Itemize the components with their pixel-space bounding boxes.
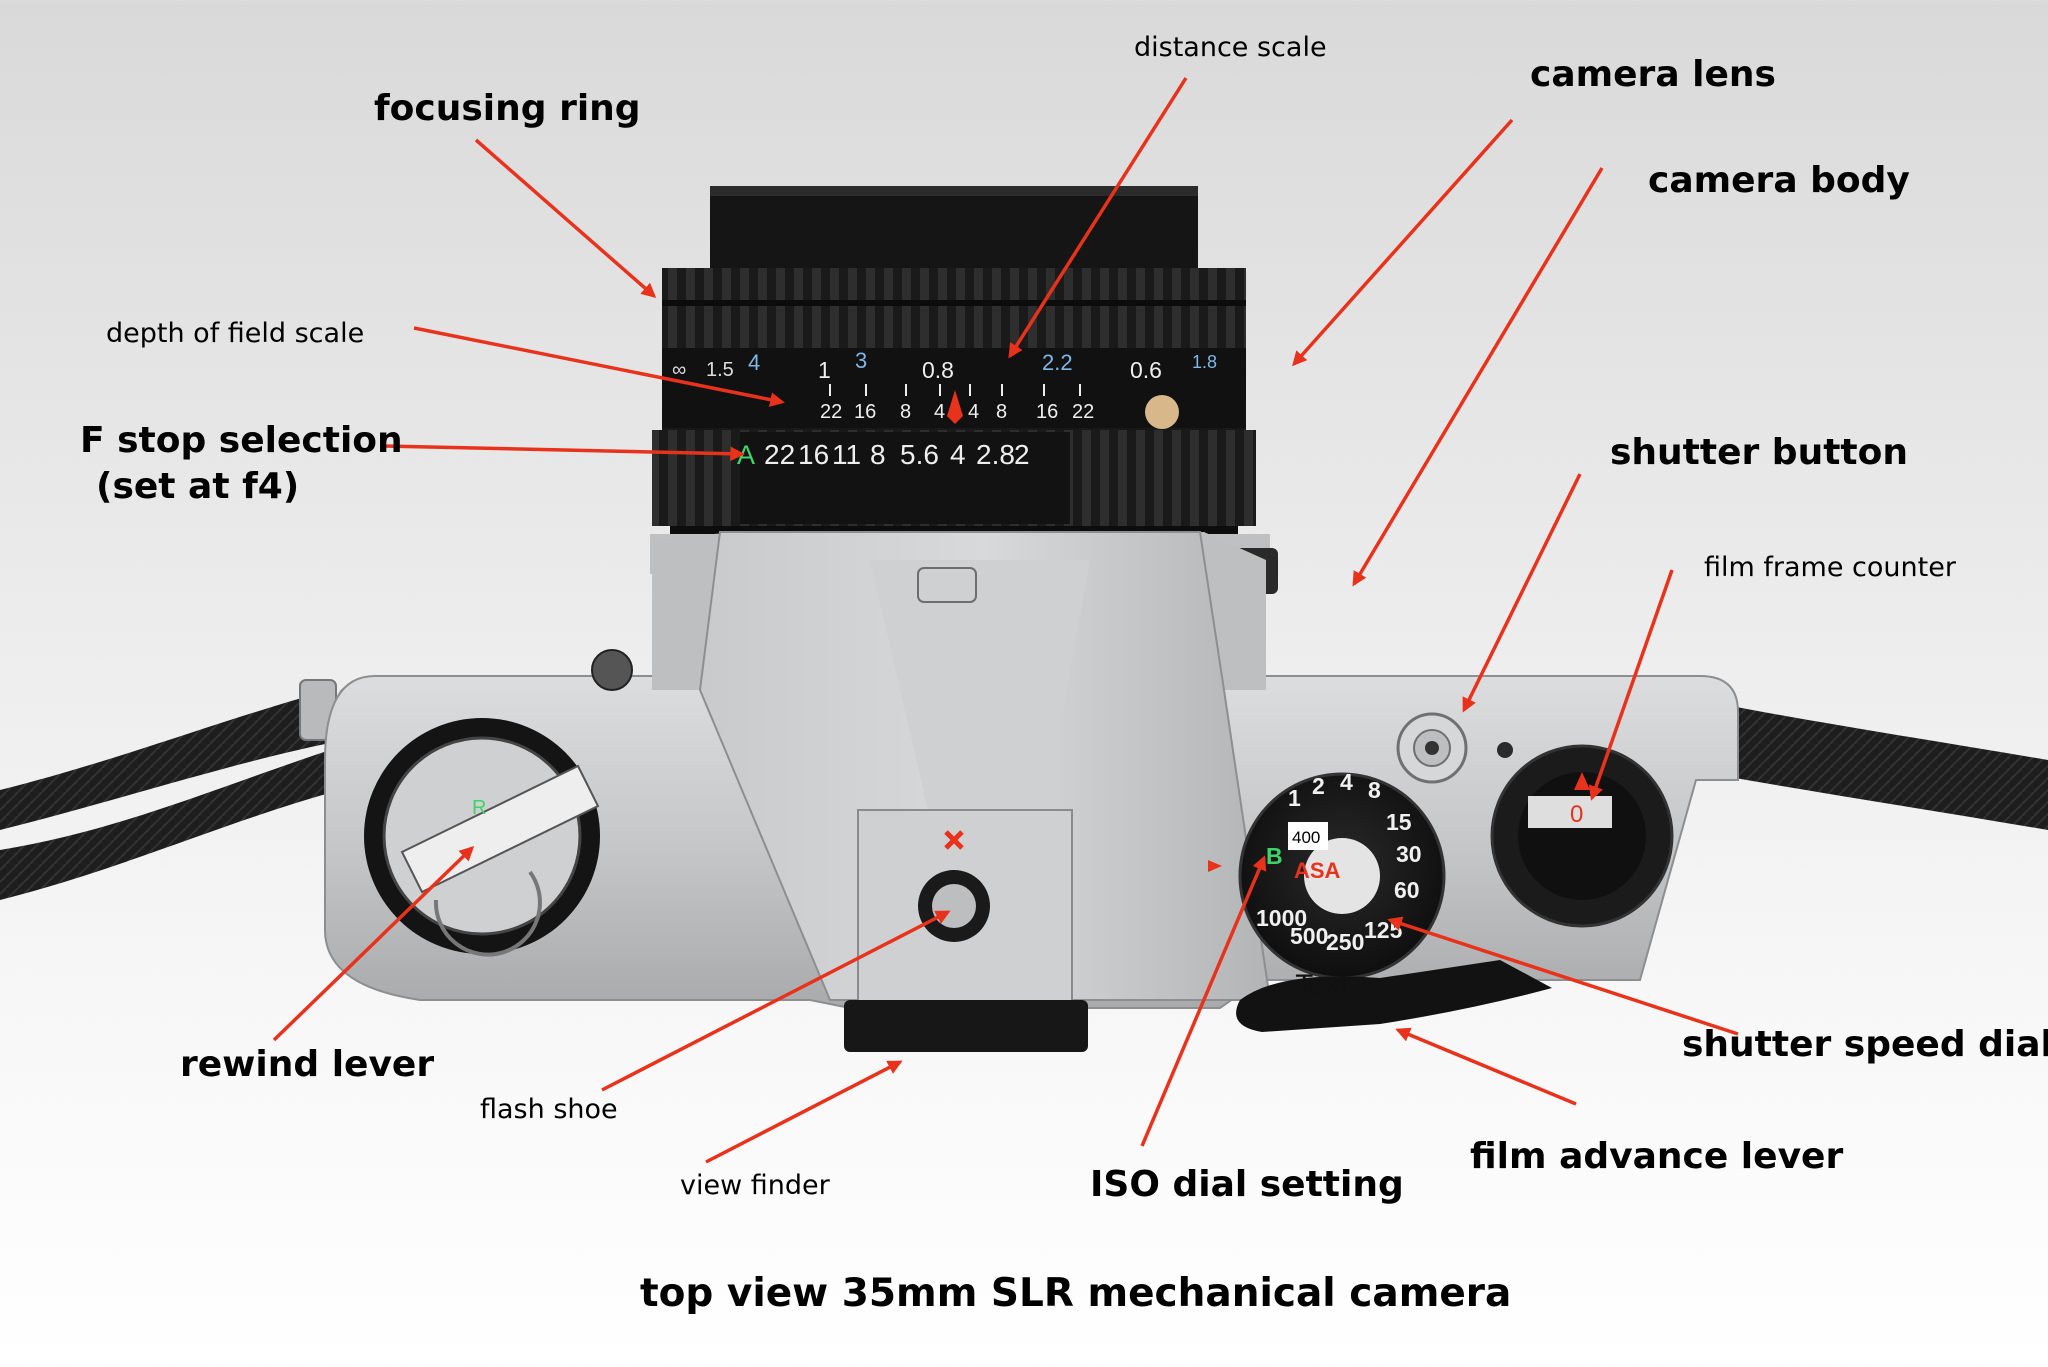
distance-scale-markings: ∞ 1.5 4 1 3 0.8 2.2 0.6 1.8 bbox=[672, 348, 1217, 383]
camera-lens bbox=[652, 186, 1256, 542]
lens-marking: 0.8 bbox=[922, 357, 954, 383]
lens-marking: 4 bbox=[748, 350, 760, 375]
label-film-advance-lever: film advance lever bbox=[1470, 1136, 1844, 1177]
shutter-speed-mark: 250 bbox=[1326, 929, 1364, 955]
arrow-distance-scale bbox=[1008, 77, 1188, 359]
label-shutter-button: shutter button bbox=[1610, 432, 1908, 473]
label-focusing-ring: focusing ring bbox=[374, 88, 641, 129]
flash-shoe bbox=[844, 809, 1088, 1052]
lens-marking: ∞ bbox=[672, 359, 686, 381]
label-iso-dial-setting: ISO dial setting bbox=[1090, 1164, 1404, 1205]
viewfinder-eyepiece bbox=[844, 1000, 1088, 1052]
annotation-arrows bbox=[272, 77, 1739, 1164]
shutter-speed-mark: 500 bbox=[1290, 923, 1328, 949]
shutter-speed-mark: 4 bbox=[1340, 769, 1353, 795]
label-flash-shoe: flash shoe bbox=[480, 1094, 618, 1125]
lens-marking: 0.6 bbox=[1130, 357, 1162, 383]
shutter-speed-mark: 15 bbox=[1386, 809, 1412, 835]
lens-marking: 2 bbox=[1014, 439, 1030, 470]
label-f-stop-selection: F stop selection bbox=[80, 420, 403, 461]
lens-marking: 22 bbox=[764, 439, 795, 470]
label-film-frame-counter: film frame counter bbox=[1704, 552, 1956, 583]
lens-release-dot bbox=[1145, 395, 1179, 429]
film-frame-counter: 0 bbox=[1490, 744, 1674, 928]
lens-marking: 4 bbox=[934, 401, 945, 423]
arrow-camera-lens bbox=[1292, 118, 1514, 367]
arrow-film-frame-counter bbox=[1588, 569, 1674, 801]
lens-marking: 2.8 bbox=[976, 439, 1015, 470]
film-advance-lever bbox=[1236, 960, 1552, 1032]
shutter-speed-mark: 60 bbox=[1394, 877, 1420, 903]
lens-marking: 16 bbox=[1036, 401, 1058, 423]
lens-marking: 2.2 bbox=[1042, 350, 1073, 375]
camera-strap bbox=[0, 690, 2048, 900]
label-view-finder: view finder bbox=[680, 1170, 830, 1201]
depth-of-field-markings: 22 16 8 4 4 8 16 22 bbox=[820, 384, 1094, 423]
lens-marking: 1.8 bbox=[1192, 352, 1217, 372]
shutter-speed-mark: 30 bbox=[1396, 841, 1422, 867]
label-camera-lens: camera lens bbox=[1530, 54, 1776, 95]
shutter-speed-mark: 8 bbox=[1368, 777, 1381, 803]
lens-marking: 16 bbox=[798, 439, 829, 470]
lens-marking: 22 bbox=[1072, 401, 1094, 423]
frame-count: 0 bbox=[1570, 801, 1583, 828]
shutter-speed-mark: 1000 bbox=[1256, 905, 1307, 931]
arrow-shutter-button bbox=[1462, 473, 1582, 713]
shutter-speed-mark: 1 bbox=[1288, 785, 1301, 811]
label-camera-body: camera body bbox=[1648, 160, 1910, 201]
lens-marking: 16 bbox=[854, 401, 876, 423]
label-shutter-speed-dial: shutter speed dial bbox=[1682, 1024, 2048, 1065]
label-f-stop-setting: (set at f4) bbox=[96, 466, 300, 507]
lens-marking: 8 bbox=[900, 401, 911, 423]
arrow-flash-shoe bbox=[601, 910, 951, 1092]
diagram-caption: top view 35mm SLR mechanical camera bbox=[640, 1271, 1512, 1316]
focus-index-mark bbox=[947, 390, 963, 424]
stray-text-label: Text bbox=[1296, 970, 1351, 1001]
lens-marking: 8 bbox=[870, 439, 886, 470]
lens-marking: 22 bbox=[820, 401, 842, 423]
self-timer-button bbox=[591, 649, 633, 691]
arrow-depth-of-field bbox=[413, 326, 785, 407]
arrow-focusing-ring bbox=[474, 138, 657, 298]
iso-value: 400 bbox=[1292, 828, 1320, 847]
label-depth-of-field-scale: depth of field scale bbox=[106, 318, 365, 349]
lens-marking: 1 bbox=[818, 357, 831, 383]
aperture-markings: A 22 16 11 8 5.6 4 2.8 2 bbox=[737, 439, 1030, 470]
shutter-speed-mark: 2 bbox=[1312, 773, 1325, 799]
lens-marking: 8 bbox=[996, 401, 1007, 423]
brand-logo-emboss bbox=[917, 567, 977, 603]
shutter-button bbox=[1396, 712, 1468, 784]
arrow-iso-dial bbox=[1140, 855, 1267, 1147]
lens-marking: 4 bbox=[968, 401, 979, 423]
arrow-camera-body bbox=[1352, 167, 1604, 587]
arrow-rewind-lever bbox=[272, 845, 475, 1042]
lens-marking: 4 bbox=[950, 439, 966, 470]
lens-marking: 5.6 bbox=[900, 439, 939, 470]
rewind-mark: R bbox=[472, 797, 486, 819]
focusing-ring-knurl bbox=[662, 268, 1246, 352]
lens-marking: 3 bbox=[855, 348, 867, 373]
arrow-shutter-speed-dial bbox=[1387, 916, 1739, 1036]
label-rewind-lever: rewind lever bbox=[180, 1044, 435, 1085]
lens-marking: 1.5 bbox=[706, 359, 734, 381]
shutter-speed-mark: B bbox=[1266, 843, 1283, 869]
label-distance-scale: distance scale bbox=[1134, 32, 1327, 63]
lens-marking: 11 bbox=[832, 439, 861, 470]
arrow-view-finder bbox=[705, 1060, 903, 1164]
aperture-ring bbox=[740, 432, 1070, 524]
asa-label: ASA bbox=[1294, 858, 1341, 883]
arrow-film-advance-lever bbox=[1395, 1027, 1577, 1106]
arrow-f-stop bbox=[383, 444, 745, 462]
